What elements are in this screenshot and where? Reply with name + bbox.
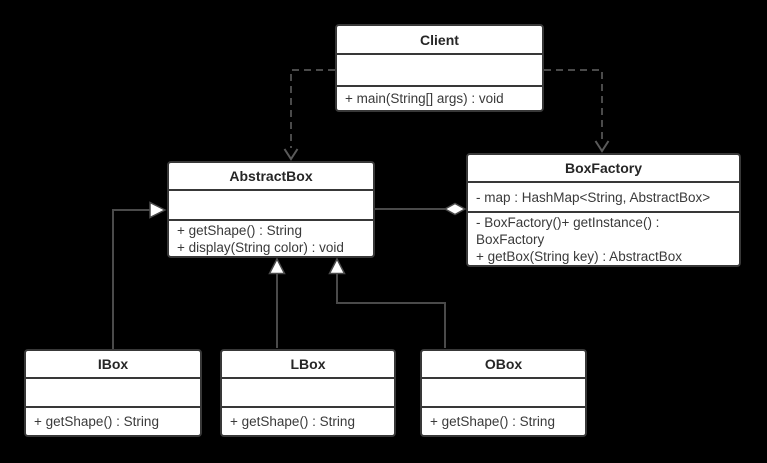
class-title-boxfactory: BoxFactory — [468, 155, 739, 183]
class-methods-boxfactory: - BoxFactory()+ getInstance() : BoxFacto… — [468, 213, 739, 265]
hollow-diamond-icon — [443, 202, 467, 216]
class-title-ibox: IBox — [26, 351, 200, 379]
method-entry: - BoxFactory()+ getInstance() : BoxFacto… — [476, 214, 660, 247]
class-attributes-abstractbox — [169, 191, 373, 221]
hollow-triangle-icon — [149, 201, 167, 219]
class-methods-client: + main(String[] args) : void — [337, 87, 542, 110]
generalization-arrow-obox-to-abstractbox — [328, 257, 446, 348]
attribute-entry: - map : HashMap<String, AbstractBox> — [476, 189, 711, 205]
class-box-client[interactable]: Client + main(String[] args) : void — [335, 24, 544, 112]
class-title-lbox: LBox — [222, 351, 394, 379]
class-box-ibox[interactable]: IBox + getShape() : String — [24, 349, 202, 437]
class-box-lbox[interactable]: LBox + getShape() : String — [220, 349, 396, 437]
hollow-triangle-icon — [328, 257, 346, 275]
class-box-abstractbox[interactable]: AbstractBox + getShape() : String + disp… — [167, 161, 375, 258]
method-entry: + getShape() : String — [230, 414, 355, 429]
method-entry: + main(String[] args) : void — [345, 91, 504, 106]
open-arrowhead-icon — [283, 148, 299, 161]
class-methods-lbox: + getShape() : String — [222, 408, 394, 435]
class-attributes-ibox — [26, 379, 200, 408]
open-arrowhead-icon — [594, 140, 610, 153]
class-attributes-client — [337, 55, 542, 87]
class-methods-obox: + getShape() : String — [422, 408, 585, 435]
method-entry: + getShape() : String — [177, 222, 302, 238]
class-methods-abstractbox: + getShape() : String + display(String c… — [169, 221, 373, 256]
dependency-arrow-client-to-boxfactory — [544, 69, 610, 153]
method-entry: + getShape() : String — [34, 414, 159, 429]
method-entry: + getBox(String key) : AbstractBox — [476, 248, 682, 264]
class-attributes-obox — [422, 379, 585, 408]
generalization-arrow-lbox-to-abstractbox — [268, 257, 286, 348]
class-methods-ibox: + getShape() : String — [26, 408, 200, 435]
class-title-obox: OBox — [422, 351, 585, 379]
class-box-boxfactory[interactable]: BoxFactory - map : HashMap<String, Abstr… — [466, 153, 741, 267]
class-title-client: Client — [337, 26, 542, 55]
aggregation-link-abstractbox-to-boxfactory — [375, 202, 467, 216]
generalization-arrow-ibox-to-abstractbox — [112, 201, 167, 349]
method-entry: + getShape() : String — [430, 414, 555, 429]
hollow-triangle-icon — [268, 257, 286, 275]
class-title-abstractbox: AbstractBox — [169, 163, 373, 191]
method-entry: + display(String color) : void — [177, 239, 344, 255]
class-attributes-lbox — [222, 379, 394, 408]
class-attributes-boxfactory: - map : HashMap<String, AbstractBox> — [468, 183, 739, 213]
class-box-obox[interactable]: OBox + getShape() : String — [420, 349, 587, 437]
dependency-arrow-client-to-abstractbox — [283, 69, 335, 161]
